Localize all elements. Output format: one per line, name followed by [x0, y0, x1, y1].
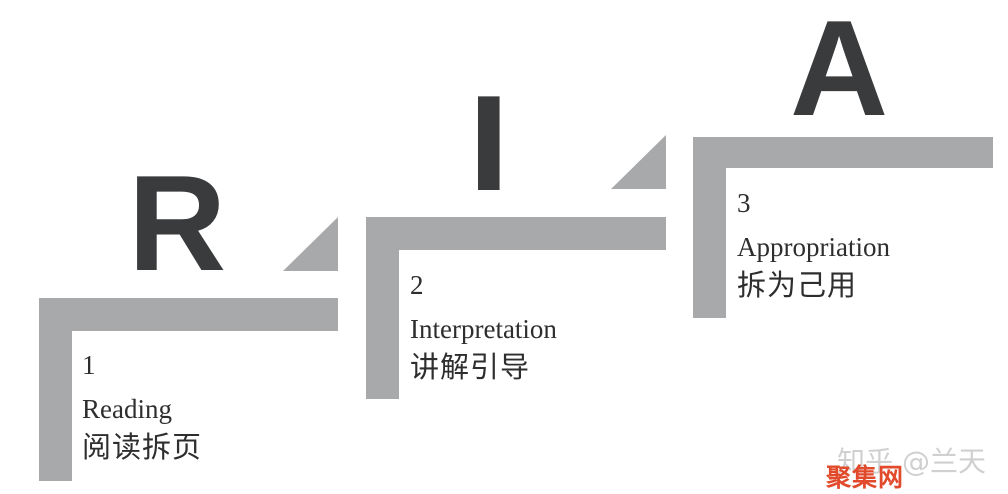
step-2-bracket	[366, 217, 666, 399]
watermark-stamp: 聚集网	[826, 463, 905, 492]
step-3-text: 3 Appropriation 拆为己用	[737, 190, 890, 300]
letter-i: I	[468, 67, 510, 219]
step-3-english: Appropriation	[737, 232, 890, 262]
step-2-english: Interpretation	[410, 314, 557, 344]
step-1-chinese: 阅读拆页	[82, 430, 203, 464]
step-3-bracket	[693, 137, 993, 318]
step-1-text: 1 Reading 阅读拆页	[82, 352, 202, 462]
step-3-number: 3	[737, 188, 751, 218]
step-2-text: 2 Interpretation 讲解引导	[410, 272, 557, 382]
step-2-number: 2	[410, 270, 424, 300]
letter-a: A	[790, 0, 889, 144]
watermark-text: 知乎 @兰天	[837, 445, 986, 478]
step-1-bracket	[39, 298, 338, 481]
letter-r: R	[128, 147, 227, 299]
step-1-english: Reading	[82, 394, 172, 424]
step-3-chinese: 拆为己用	[737, 268, 858, 302]
connector-triangle-2	[611, 135, 666, 189]
step-2-chinese: 讲解引导	[410, 350, 531, 384]
step-1-number: 1	[82, 350, 96, 380]
connector-triangle-1	[283, 217, 338, 271]
